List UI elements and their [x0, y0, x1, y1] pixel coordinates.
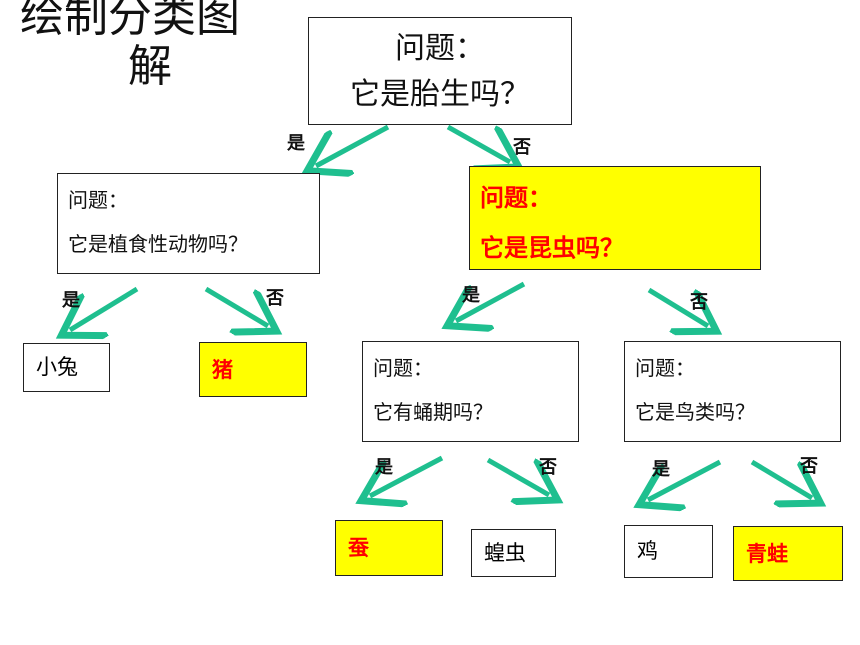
arrow-root-yes [316, 124, 390, 166]
leaf-pig-label: 猪 [212, 357, 233, 382]
root-question-line-2: 它是胎生吗？ [350, 77, 530, 112]
leaf-chicken: 鸡 [624, 525, 713, 578]
label-right-no: 否 [690, 292, 708, 313]
leaf-pig: 猪 [199, 342, 307, 397]
herbivore-question-box: 问题： 它是植食性动物吗？ [57, 173, 320, 274]
leaf-silkworm-label: 蚕 [348, 535, 369, 560]
title-line-1: 绘制分类图 [20, 0, 240, 42]
page-title: 绘制分类图 解 [20, 0, 240, 92]
pupa-question-box: 问题： 它有蛹期吗？ [362, 341, 579, 442]
root-question-box: 问题： 它是胎生吗？ [308, 17, 572, 125]
insect-question-line-1: 问题： [480, 183, 552, 212]
arrow-bird-yes [648, 459, 722, 500]
label-pupa-yes: 是 [375, 457, 393, 478]
pupa-question-line-1: 问题： [373, 356, 433, 380]
arrow-pupa-yes [370, 455, 444, 496]
bird-question-line-1: 问题： [635, 356, 695, 380]
label-pupa-no: 否 [539, 457, 557, 478]
leaf-rabbit: 小兔 [23, 343, 110, 392]
arrow-right-no [647, 287, 708, 326]
root-question-line-1: 问题： [395, 31, 485, 66]
label-left-no: 否 [266, 288, 284, 309]
arrow-bird-no [750, 459, 812, 498]
arrow-pupa-no [486, 457, 549, 495]
insect-question-box: 问题： 它是昆虫吗？ [469, 166, 761, 270]
arrow-left-yes [70, 286, 139, 330]
bird-question-box: 问题： 它是鸟类吗？ [624, 341, 841, 442]
herbivore-question-line-1: 问题： [68, 188, 128, 212]
pupa-question-line-2: 它有蛹期吗？ [373, 400, 493, 424]
insect-question-line-2: 它是昆虫吗？ [480, 233, 624, 262]
leaf-frog: 青蛙 [733, 526, 843, 581]
arrow-root-no [446, 124, 510, 162]
label-bird-no: 否 [800, 456, 818, 477]
label-bird-yes: 是 [652, 459, 670, 480]
arrow-left-no [204, 286, 268, 326]
title-line-2: 解 [128, 41, 172, 92]
label-root-yes: 是 [287, 133, 305, 154]
leaf-silkworm: 蚕 [335, 520, 443, 576]
leaf-locust-label: 蝗虫 [484, 541, 526, 565]
arrow-right-yes [456, 281, 526, 321]
label-right-yes: 是 [462, 285, 480, 306]
leaf-rabbit-label: 小兔 [36, 355, 78, 379]
leaf-chicken-label: 鸡 [637, 539, 658, 563]
leaf-frog-label: 青蛙 [746, 541, 788, 566]
herbivore-question-line-2: 它是植食性动物吗？ [68, 232, 248, 256]
label-root-no: 否 [513, 137, 531, 158]
leaf-locust: 蝗虫 [471, 529, 556, 577]
bird-question-line-2: 它是鸟类吗？ [635, 400, 755, 424]
label-left-yes: 是 [62, 290, 80, 311]
